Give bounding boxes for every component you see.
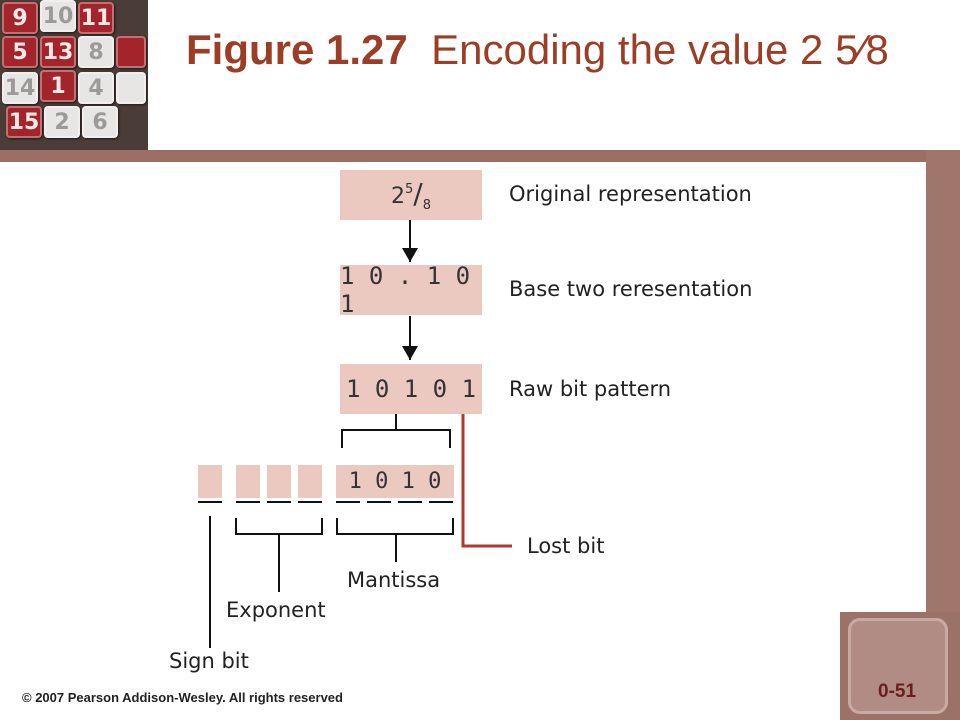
fraction-slash: / [413, 177, 423, 210]
raw-bit-value: 1 0 1 0 1 [346, 375, 476, 403]
arrowhead-1 [402, 248, 418, 262]
raw-bit-pattern-label: Raw bit pattern [509, 377, 672, 401]
base-two-box: 1 0 . 1 0 1 [340, 262, 482, 318]
mantissa-value: 1 0 1 0 [348, 469, 442, 494]
puzzle-tile: 4 [78, 72, 114, 104]
puzzle-tile: 10 [40, 0, 76, 32]
exponent-box-3 [298, 465, 322, 498]
puzzle-tile: 6 [82, 106, 118, 138]
puzzle-tile: 11 [78, 2, 114, 34]
exponent-bracket [235, 518, 323, 592]
sign-bit-box [198, 465, 222, 498]
base-two-label: Base two reresentation [509, 277, 753, 301]
figure-caption: Encoding the value 2 5⁄8 [431, 26, 889, 73]
mixed-fraction: 25/8 [391, 177, 431, 213]
page-title: Figure 1.27 Encoding the value 2 5⁄8 [186, 26, 926, 73]
puzzle-tile: 15 [6, 106, 42, 138]
raw-bit-lost-digit: 1 [461, 375, 477, 403]
puzzle-tile-edge [116, 36, 146, 68]
raw-bit-kept: 1 0 1 0 [345, 375, 448, 403]
puzzle-tile: 13 [40, 36, 76, 68]
figure-number: Figure 1.27 [186, 26, 408, 73]
base-two-value: 1 0 . 1 0 1 [340, 262, 471, 318]
original-representation-label: Original representation [509, 182, 752, 206]
original-representation-box: 25/8 [340, 170, 482, 220]
page-number: 0-51 [878, 681, 917, 702]
top-band [0, 150, 960, 162]
fraction-whole: 2 [391, 184, 405, 209]
key-shape [848, 618, 948, 714]
mantissa-bracket [336, 518, 454, 562]
puzzle-tile: 9 [2, 2, 38, 34]
mantissa-label: Mantissa [347, 568, 441, 592]
copyright-footer: © 2007 Pearson Addison-Wesley. All right… [22, 690, 343, 705]
mantissa-box: 1 0 1 0 [336, 465, 454, 498]
exponent-box-2 [267, 465, 291, 498]
sign-bit-label: Sign bit [169, 649, 249, 673]
raw-bit-pattern-box: 1 0 1 0 1 [340, 364, 482, 414]
puzzle-tile: 2 [44, 106, 80, 138]
puzzle-tile: 8 [78, 36, 114, 68]
puzzle-tile: 1 [40, 70, 76, 102]
puzzle-tile-edge [116, 72, 146, 104]
exponent-label: Exponent [226, 598, 326, 622]
exponent-box-1 [236, 465, 260, 498]
puzzle-tile: 5 [2, 36, 38, 68]
puzzle-tile: 14 [2, 72, 38, 104]
puzzle-image: 9 10 11 5 13 8 14 1 4 15 2 6 [0, 0, 148, 150]
fraction-denominator: 8 [422, 198, 431, 213]
arrowhead-2 [402, 346, 418, 360]
fraction-numerator: 5 [405, 182, 414, 197]
lost-bit-line [461, 414, 512, 548]
raw-to-mantissa-bracket [341, 414, 451, 448]
corner-decoration [840, 612, 960, 720]
lost-bit-label: Lost bit [527, 534, 605, 558]
